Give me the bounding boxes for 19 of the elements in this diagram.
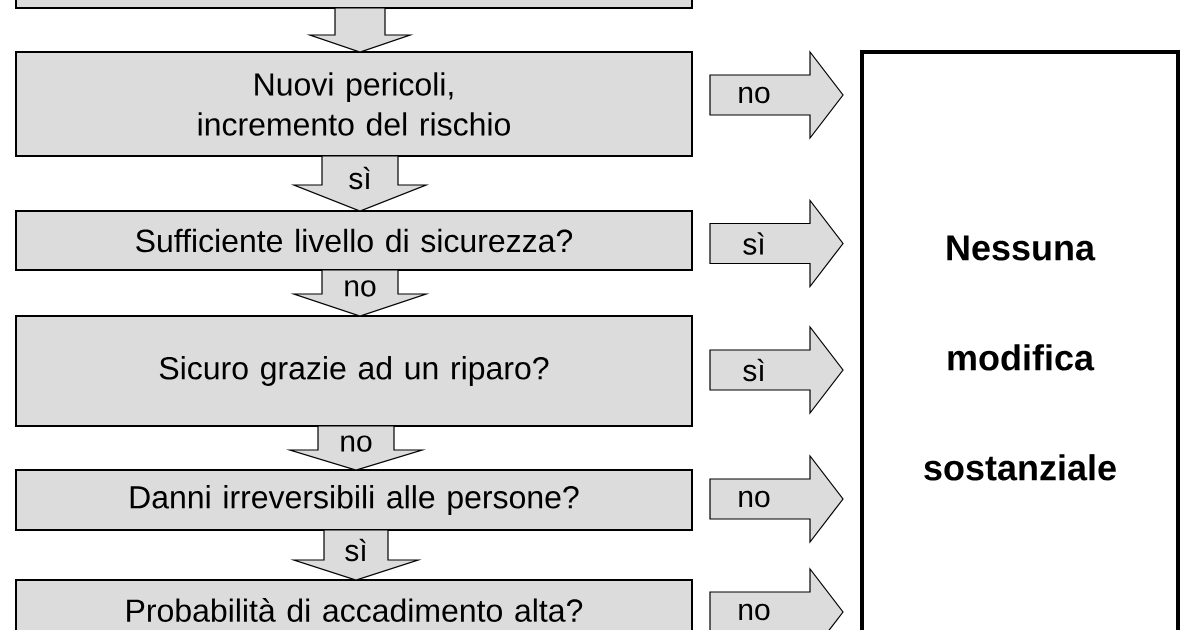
process-box: Sicuro grazie ad un riparo? (15, 315, 693, 427)
edge-label: no (338, 434, 374, 453)
process-box: Sufficiente livello di sicurezza? (15, 210, 693, 271)
edge-label: sì (347, 165, 373, 191)
process-box: Nuovi pericoli, incremento del rischio (15, 51, 693, 157)
block-arrow (306, 7, 414, 53)
block-arrow (709, 325, 844, 415)
edge-label: no (342, 279, 378, 298)
edge-label: sì (741, 357, 767, 383)
result-box: Nessuna modifica sostanziale (860, 50, 1180, 630)
block-arrow (709, 567, 844, 630)
block-arrow (709, 198, 844, 289)
process-box (15, 0, 693, 9)
block-arrow (709, 454, 844, 544)
process-box: Danni irreversibili alle persone? (15, 469, 693, 531)
block-arrow (709, 50, 844, 140)
process-box: Probabilità di accadimento alta? (15, 579, 693, 630)
edge-label: sì (343, 537, 369, 563)
edge-label: sì (741, 231, 767, 256)
